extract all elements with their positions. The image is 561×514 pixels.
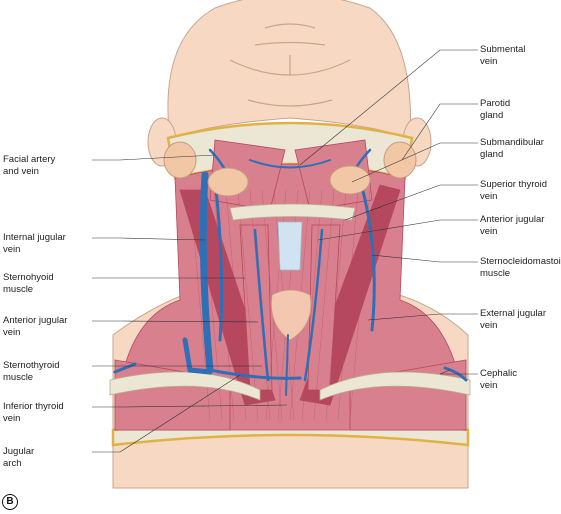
label-jugular-arch: Jugular arch <box>3 446 35 469</box>
neck-muscles <box>109 139 471 431</box>
label-anterior-jugular-vein-right: Anterior jugular vein <box>480 214 545 237</box>
leader-superior-thyroid-vein <box>344 184 478 221</box>
label-parotid-gland: Parotid gland <box>480 98 511 121</box>
leader-submandibular-gland <box>351 142 478 183</box>
left-subclavian-segment <box>182 337 213 375</box>
left-parotid-gland <box>163 141 197 179</box>
label-submental-vein: Submental vein <box>480 44 526 67</box>
label-inferior-thyroid-vein: Inferior thyroid vein <box>3 401 64 424</box>
hyoid-bone <box>229 203 356 221</box>
leader-anterior-jugular-vein-right <box>317 219 478 241</box>
leader-cephalic-vein <box>439 369 478 375</box>
left-submandibular-gland <box>207 167 249 197</box>
label-sternocleidomastoid-muscle: Sternocleidomastoid muscle <box>480 256 561 279</box>
left-clavicle <box>109 371 261 401</box>
thyroid-gland <box>271 289 312 341</box>
right-parotid-gland <box>383 141 417 179</box>
inferior-thyroid-vein <box>285 334 289 396</box>
label-cephalic-vein: Cephalic vein <box>480 368 517 391</box>
label-facial-artery-and-vein: Facial artery and vein <box>3 154 56 177</box>
leader-parotid-gland <box>401 103 478 161</box>
leader-external-jugular-vein <box>367 313 478 321</box>
muscle-fibre <box>237 189 259 421</box>
leader-lines <box>92 49 478 453</box>
label-anterior-jugular-vein-left: Anterior jugular vein <box>3 315 68 338</box>
leader-anterior-jugular-vein-left <box>92 320 259 323</box>
label-internal-jugular-vein: Internal jugular vein <box>3 232 66 255</box>
right-clavicle <box>319 371 471 401</box>
head-skin <box>167 0 411 141</box>
muscle-fibre <box>325 189 347 421</box>
muscle-fibre <box>225 189 247 421</box>
left-internal-jugular-vein <box>199 171 214 374</box>
left-external-jugular-vein <box>213 178 224 342</box>
left-anterior-jugular-vein <box>253 228 270 382</box>
jugular-arch <box>208 368 302 380</box>
submental-vein <box>249 159 331 169</box>
right-anterior-jugular-vein <box>303 228 324 382</box>
leader-jugular-arch <box>92 374 241 453</box>
label-external-jugular-vein: External jugular vein <box>480 308 547 331</box>
leader-facial-artery-and-vein <box>92 154 216 161</box>
panel-tag: B <box>2 494 18 510</box>
label-sternohyoid-muscle: Sternohyoid muscle <box>3 272 54 295</box>
thyroid-cartilage <box>277 221 303 271</box>
label-sternothyroid-muscle: Sternothyroid muscle <box>3 360 60 383</box>
muscle-fibre <box>301 189 323 421</box>
muscle-fibre <box>313 189 335 421</box>
right-submandibular-gland <box>329 165 371 195</box>
cephalic-vein <box>443 366 468 382</box>
label-submandibular-gland: Submandibular gland <box>480 137 544 160</box>
leader-sternocleidomastoid-muscle <box>371 254 478 263</box>
right-external-jugular-vein <box>358 178 376 332</box>
face-contour <box>229 23 351 107</box>
label-superior-thyroid-vein: Superior thyroid vein <box>480 179 548 202</box>
leader-inferior-thyroid-vein <box>92 404 288 408</box>
leader-submental-vein <box>299 49 478 166</box>
neck-veins <box>113 148 468 396</box>
leader-internal-jugular-vein <box>92 237 206 241</box>
cephalic-vein-left <box>113 362 137 374</box>
